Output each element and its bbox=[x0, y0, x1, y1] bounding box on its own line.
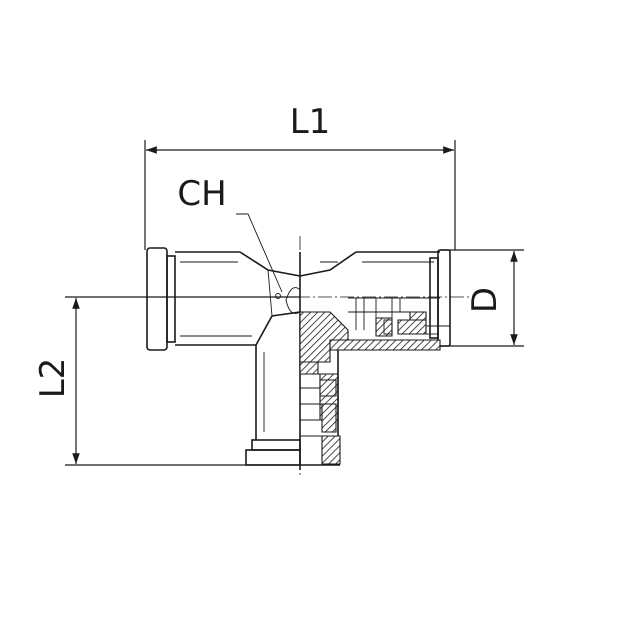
ch-callout: CH bbox=[177, 174, 283, 293]
l2-dimension: L2 bbox=[33, 296, 300, 466]
l2-label: L2 bbox=[33, 358, 73, 399]
ch-label: CH bbox=[177, 174, 226, 214]
fitting-section-view bbox=[299, 249, 451, 466]
d-label: D bbox=[465, 287, 505, 313]
center-lines bbox=[120, 236, 470, 478]
l1-label: L1 bbox=[290, 102, 331, 142]
l1-dimension: L1 bbox=[144, 102, 456, 250]
d-dimension: D bbox=[440, 249, 524, 347]
